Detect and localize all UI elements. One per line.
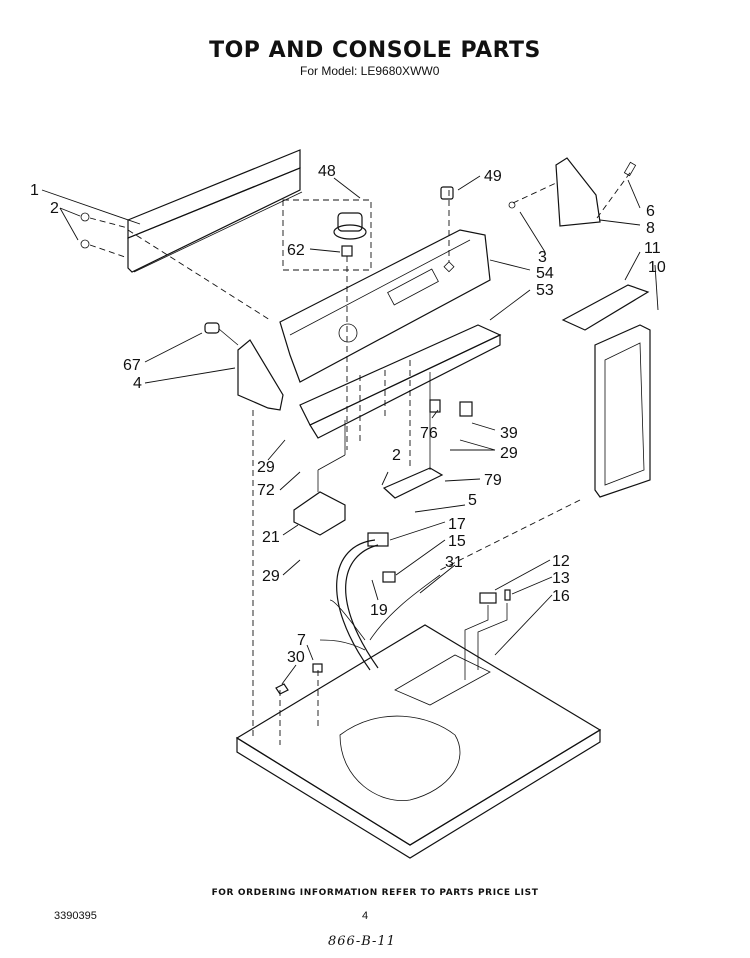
callout-49: 49	[484, 168, 502, 185]
connector-part	[367, 532, 389, 547]
callout-2-lower: 2	[392, 447, 401, 464]
callout-5: 5	[468, 492, 477, 509]
callout-12: 12	[552, 553, 570, 570]
console-base-part	[299, 324, 502, 470]
plunger-part	[504, 589, 511, 601]
callout-6: 6	[646, 203, 655, 220]
button-part	[440, 186, 454, 200]
callout-29-left: 29	[257, 459, 275, 476]
lint-housing-part	[594, 324, 651, 498]
handwritten-note: 866-B-11	[328, 934, 396, 949]
terminal-block-part	[382, 571, 396, 583]
callout-67: 67	[123, 357, 141, 374]
callout-30: 30	[287, 649, 305, 666]
callout-13: 13	[552, 570, 570, 587]
callout-1: 1	[30, 182, 39, 199]
switch-76-part	[429, 399, 441, 413]
callout-76: 76	[420, 425, 438, 442]
document-number: 3390395	[54, 910, 97, 922]
callout-79: 79	[484, 472, 502, 489]
callout-53: 53	[536, 282, 554, 299]
callout-8: 8	[646, 220, 655, 237]
wire-harness-part	[319, 539, 441, 671]
callout-labels: 1 2 48 62 49 3 54 53 6 8 11 10 67 4 76 3…	[30, 163, 666, 666]
callout-17: 17	[448, 516, 466, 533]
callout-48: 48	[318, 163, 336, 180]
door-switch-part	[479, 592, 497, 604]
left-end-cap-part	[204, 322, 284, 740]
console-part	[279, 190, 491, 383]
callout-10: 10	[648, 259, 666, 276]
knob-assembly-part	[282, 199, 372, 450]
timer-part	[293, 420, 346, 536]
callout-7: 7	[297, 632, 306, 649]
callout-15: 15	[448, 533, 466, 550]
callout-29-right: 29	[500, 445, 518, 462]
callout-29-bottom: 29	[262, 568, 280, 585]
callout-11: 11	[644, 240, 661, 257]
top-panel-part	[235, 499, 602, 859]
page-number: 4	[362, 910, 369, 922]
lint-screen-part	[561, 284, 650, 331]
callout-31: 31	[445, 554, 463, 571]
rear-bracket-part	[80, 149, 303, 321]
page-title: TOP AND CONSOLE PARTS	[209, 38, 541, 63]
switch-block-part	[382, 467, 444, 499]
callout-16: 16	[552, 588, 570, 605]
model-subtitle: For Model: LE9680XWW0	[300, 64, 440, 78]
callout-62: 62	[287, 242, 305, 259]
callout-54: 54	[536, 265, 554, 282]
callout-72: 72	[257, 482, 275, 499]
callout-19: 19	[370, 602, 388, 619]
ordering-note: FOR ORDERING INFORMATION REFER TO PARTS …	[211, 888, 539, 898]
clip-7-part	[312, 663, 323, 673]
callout-4: 4	[133, 375, 142, 392]
clip-30-part	[275, 683, 289, 695]
callout-3: 3	[538, 249, 547, 266]
switch-39-part	[459, 401, 473, 417]
callout-21: 21	[262, 529, 280, 546]
callout-2: 2	[50, 200, 59, 217]
callout-39: 39	[500, 425, 518, 442]
right-end-cap-part	[508, 157, 637, 227]
leader-lines	[41, 175, 659, 685]
